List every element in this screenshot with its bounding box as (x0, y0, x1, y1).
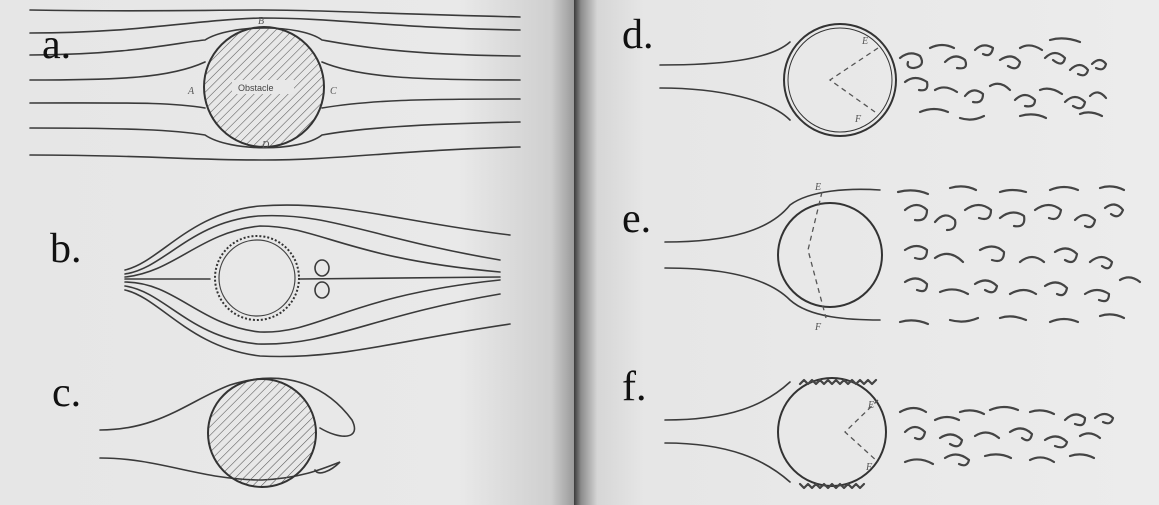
obstacle-label: Obstacle (238, 83, 274, 93)
panel-label-e: e. (622, 198, 651, 240)
turbulent-wake (898, 186, 1140, 324)
panel-label-d: d. (622, 14, 654, 56)
point-d-label: D (261, 140, 270, 151)
streamline (125, 226, 500, 277)
panel-c-diagram (100, 378, 354, 487)
streamline (665, 189, 880, 242)
streamline (30, 10, 520, 17)
point-e-label: E (861, 36, 868, 47)
streamline (660, 88, 790, 120)
panel-label-a: a. (42, 24, 71, 66)
turbulent-wake (900, 38, 1106, 119)
vortex-upper (315, 260, 329, 276)
streamline (665, 268, 880, 320)
streamline (660, 42, 790, 65)
panel-f-diagram: E F (665, 378, 1113, 488)
vortex-lower (315, 282, 329, 298)
streamline (125, 205, 510, 270)
point-b-label: B (258, 16, 264, 27)
cylinder-hatched (208, 379, 316, 487)
streamline (665, 443, 790, 482)
streamline (30, 147, 520, 160)
separation-angle (830, 48, 878, 112)
point-f-label: F (814, 322, 822, 333)
cylinder-circle (215, 236, 299, 320)
point-f-label: F (854, 114, 862, 125)
point-c-label: C (330, 86, 337, 97)
cylinder-inner (219, 240, 295, 316)
panel-d-diagram: E F (660, 24, 1106, 136)
panel-label-c: c. (52, 372, 81, 414)
turbulent-wake (900, 407, 1113, 465)
streamline (125, 290, 510, 357)
streamline (665, 382, 790, 420)
point-e-label: E (867, 400, 874, 411)
panel-a-diagram: Obstacle B A C D (30, 10, 520, 160)
panel-e-diagram: E F (665, 182, 1140, 333)
panel-b-diagram (125, 205, 510, 357)
point-a-label: A (187, 86, 195, 97)
panel-label-b: b. (50, 228, 82, 270)
panel-label-f: f. (622, 366, 647, 408)
point-f-label: F (865, 462, 873, 473)
separation-line (808, 192, 826, 318)
boundary-layer-upper (800, 380, 876, 384)
cylinder-circle (778, 203, 882, 307)
wake-centerline (300, 277, 500, 279)
point-e-label: E (814, 182, 821, 193)
cylinder-circle (784, 24, 896, 136)
